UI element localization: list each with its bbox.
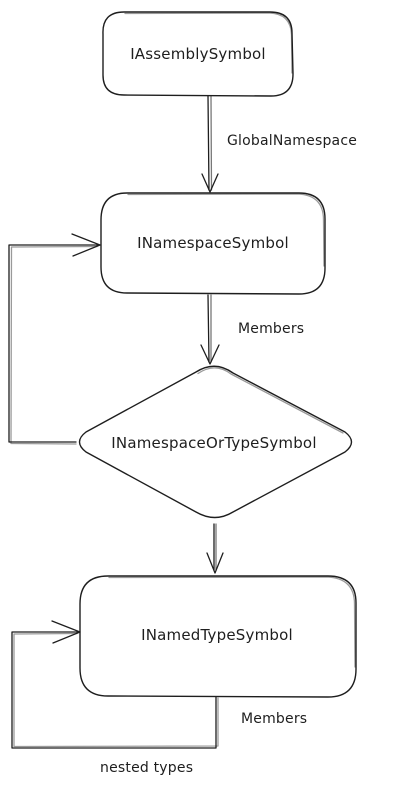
edge-nested-types-loop-line-2	[13, 632, 219, 748]
node-namespace-or-type-diamond-sketch	[197, 367, 344, 434]
edge-namespace-loop-line	[8, 244, 99, 443]
edge-global-namespace: GlobalNamespace	[201, 95, 357, 193]
node-namespace-box	[100, 192, 326, 295]
edge-namespace-members-arrowhead	[200, 344, 220, 365]
edge-nested-types-loop-line	[11, 631, 217, 749]
edge-namespace-members-label: Members	[238, 321, 304, 337]
edge-namespace-members: Members	[200, 294, 304, 365]
node-namespace-or-type-symbol[interactable]: INamespaceOrTypeSymbol	[78, 365, 353, 519]
node-namespace-box-sketch	[127, 193, 325, 267]
edge-global-namespace-label: GlobalNamespace	[227, 133, 357, 149]
node-assembly-label: IAssemblySymbol	[130, 45, 266, 63]
edge-global-namespace-arrowhead	[201, 173, 219, 193]
node-assembly-box	[102, 11, 294, 97]
edge-type-members-label: Members	[241, 711, 307, 727]
edge-global-namespace-line	[207, 95, 210, 191]
edge-nested-types-loop-arrowhead	[51, 620, 81, 644]
node-named-type-box-sketch	[108, 576, 356, 668]
node-named-type-symbol[interactable]: INamedTypeSymbol	[79, 575, 357, 698]
edge-namespace-members-line	[207, 294, 210, 363]
edge-namespace-loop-arrowhead	[71, 233, 101, 257]
node-named-type-label: INamedTypeSymbol	[141, 626, 293, 644]
node-assembly-box-sketch	[124, 12, 293, 74]
node-assembly-symbol[interactable]: IAssemblySymbol	[102, 11, 294, 97]
node-namespace-or-type-label: INamespaceOrTypeSymbol	[111, 434, 316, 452]
edge-namespace-loop-line-2	[10, 245, 98, 445]
edge-namespace-loop	[8, 233, 101, 445]
node-namespace-symbol[interactable]: INamespaceSymbol	[100, 192, 326, 295]
edge-nested-types-label: nested types	[100, 760, 193, 776]
edge-global-namespace-line-2	[210, 95, 213, 191]
node-namespace-or-type-diamond	[78, 365, 353, 519]
node-named-type-box	[79, 575, 357, 698]
edge-to-named-type	[206, 523, 224, 574]
edge-nested-types-loop: Members nested types	[11, 620, 307, 776]
edge-to-named-type-arrowhead	[206, 552, 224, 574]
node-namespace-label: INamespaceSymbol	[137, 234, 289, 252]
